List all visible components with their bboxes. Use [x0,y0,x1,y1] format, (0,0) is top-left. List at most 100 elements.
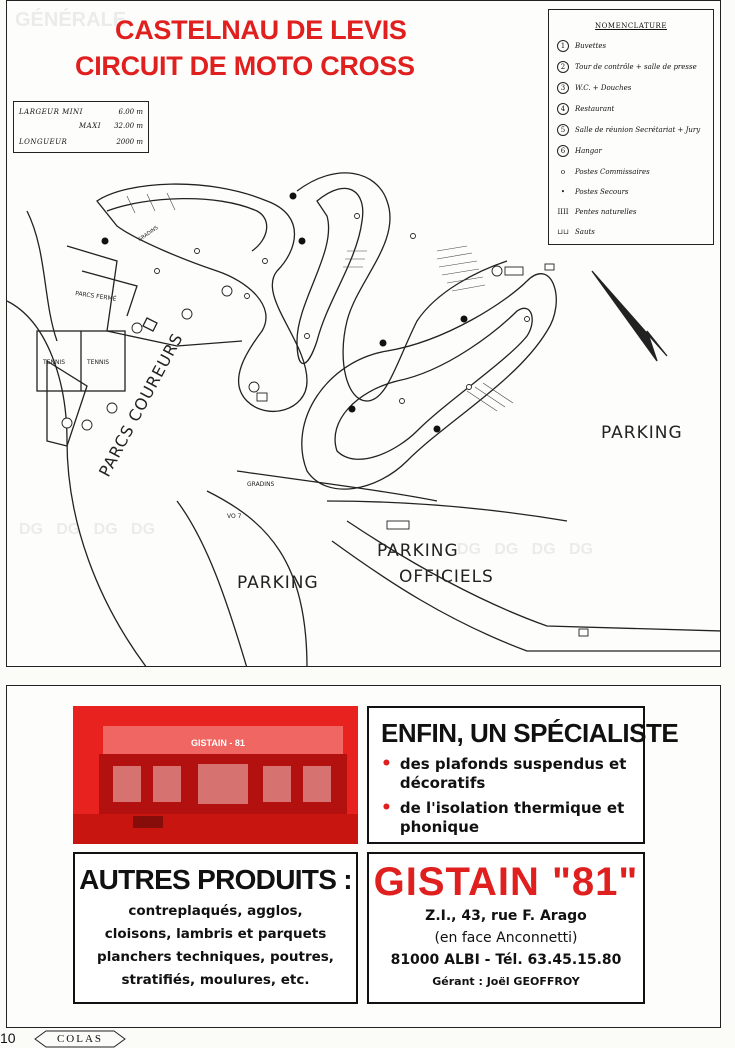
legend-label: Postes Commissaires [575,168,650,176]
parking-officiels-label-1: PARKING [377,541,459,561]
tennis-label-1: TENNIS [43,359,66,366]
legend-label: Tour de contrôle + salle de presse [575,63,697,71]
dimension-value: 32.00 m [114,122,143,130]
legend-symbol: IIII [557,208,569,216]
legend-item: o Postes Commissaires [557,166,650,178]
parking-bottom-label: PARKING [237,573,319,593]
company-city-phone: 81000 ALBI - Tél. 63.45.15.80 [390,952,622,968]
legend-label: Salle de réunion Secrétariat + Jury [575,126,701,134]
dimension-label: MAXI [79,122,101,130]
dimensions-box: LARGEUR MINI 6.00 m MAXI 32.00 m LONGUEU… [13,101,149,153]
legend-label: Buvettes [575,42,607,50]
marshal-posts [154,213,530,404]
advertisement-panel: GISTAIN - 81 ENFIN, UN SPÉCIALISTE • des… [6,685,721,1028]
legend-symbol: 4 [557,103,569,115]
track-inner-b [296,187,364,364]
company-location: (en face Anconnetti) [434,930,578,946]
road-center-2 [206,490,308,666]
dimension-label: LONGUEUR [19,138,68,146]
legend-item: • Postes Secours [557,186,629,198]
building [46,359,88,447]
track-section-b [296,172,508,402]
legend-item: 3 W.C. + Douches [557,82,631,94]
legend-item: ⊔⊔ Sauts [557,226,595,238]
paddock-outline-2 [81,270,138,317]
bleed-through-text: DG DG DG DG [19,521,156,538]
colas-logo-frame [34,1030,126,1048]
road-access [236,470,438,502]
dimension-label: LARGEUR MINI [19,108,83,116]
legend-item: 5 Salle de réunion Secrétariat + Jury [557,124,700,136]
company-name: GISTAIN "81" [373,860,639,904]
specialist-bullet: • de l'isolation thermique et phonique [381,799,633,837]
bullet-dot-icon: • [381,798,392,818]
circuit-map-panel: GÉNÉRALE DG DG DG DG DG DG DG DG CASTELN… [6,0,721,667]
other-products-line: planchers techniques, poutres, [97,949,334,965]
legend-item: 1 Buvettes [557,40,606,52]
legend-symbol: o [560,168,566,176]
company-manager: Gérant : Joël GEOFFROY [432,975,580,988]
track-section-c [301,273,557,490]
road-edge [26,210,58,342]
brand-text: COLAS [56,1033,104,1045]
road-left [7,300,147,666]
specialist-bullet: • des plafonds suspendus et décoratifs [381,755,633,793]
dimension-row: LARGEUR MINI 6.00 m [19,108,143,116]
gistain-contact-ad: GISTAIN "81" Z.I., 43, rue F. Arago (en … [367,852,645,1004]
legend-symbol: ⊔⊔ [557,228,569,236]
legend-label: Sauts [575,228,595,236]
store-sign: GISTAIN - 81 [191,738,245,748]
tennis-label-2: TENNIS [87,359,110,366]
legend-item: IIII Pentes naturelles [557,206,637,218]
road-center [176,500,248,666]
other-products-title: AUTRES PRODUITS : [79,864,352,895]
legend-label: Restaurant [575,105,615,113]
legend-item: 2 Tour de contrôle + salle de presse [557,61,697,73]
colas-logo: COLAS [34,1030,126,1048]
track-section-a [96,183,308,412]
legend-symbol: 6 [557,145,569,157]
other-products-line: stratifiés, moulures, etc. [121,972,310,988]
other-products-ad: AUTRES PRODUITS : contreplaqués, agglos,… [73,852,358,1004]
legend-symbol: 2 [557,61,569,73]
legend-symbol: 3 [557,82,569,94]
legend-box: NOMENCLATURE 1 Buvettes 2 Tour de contrô… [548,9,714,245]
track-inner-a [106,197,268,252]
road-bottom [331,540,720,652]
store-photo: GISTAIN - 81 [73,706,358,844]
bullet-dot-icon: • [381,754,392,774]
dimension-value: 2000 m [116,138,143,146]
legend-symbol: 5 [557,124,569,136]
dimension-value: 6.00 m [118,108,143,116]
legend-label: W.C. + Douches [575,84,632,92]
gradins-label: GRADINS [247,481,275,488]
track-inner-c [334,307,533,460]
other-products-list: contreplaqués, agglos, cloisons, lambris… [75,900,356,992]
other-products-line: cloisons, lambris et parquets [104,926,327,942]
road-bottom-2 [346,520,720,632]
map-title-line1: CASTELNAU DE LEVIS [115,15,407,45]
legend-label: Hangar [575,147,602,155]
parking-officiels-label-2: OFFICIELS [399,567,494,587]
specialist-bullet-text: de l'isolation thermique et phonique [399,799,625,836]
specialist-title: ENFIN, UN SPÉCIALISTE [381,718,679,748]
north-arrow [591,270,668,362]
dimension-row: MAXI 32.00 m [19,122,143,130]
legend-label: Postes Secours [575,188,629,196]
legend-label: Pentes naturelles [575,208,637,216]
dimension-row: LONGUEUR 2000 m [19,138,143,146]
page-number: 10 [0,1030,16,1046]
legend-item: 6 Hangar [557,145,602,157]
road-vo7-label: VO 7 [227,513,242,520]
legend-title: NOMENCLATURE [595,22,667,30]
parking-right-label: PARKING [601,423,683,443]
circuit-drawing [7,172,720,666]
specialist-bullet-text: des plafonds suspendus et décoratifs [399,755,627,792]
bleed-through-text: GÉNÉRALE [15,9,127,31]
specialist-ad: ENFIN, UN SPÉCIALISTE • des plafonds sus… [367,706,679,844]
company-address: Z.I., 43, rue F. Arago [425,908,587,924]
legend-item: 4 Restaurant [557,103,614,115]
bleed-through-text: DG DG DG DG [457,541,594,558]
other-products-line: contreplaqués, agglos, [128,903,303,919]
store-building-image [73,706,358,844]
